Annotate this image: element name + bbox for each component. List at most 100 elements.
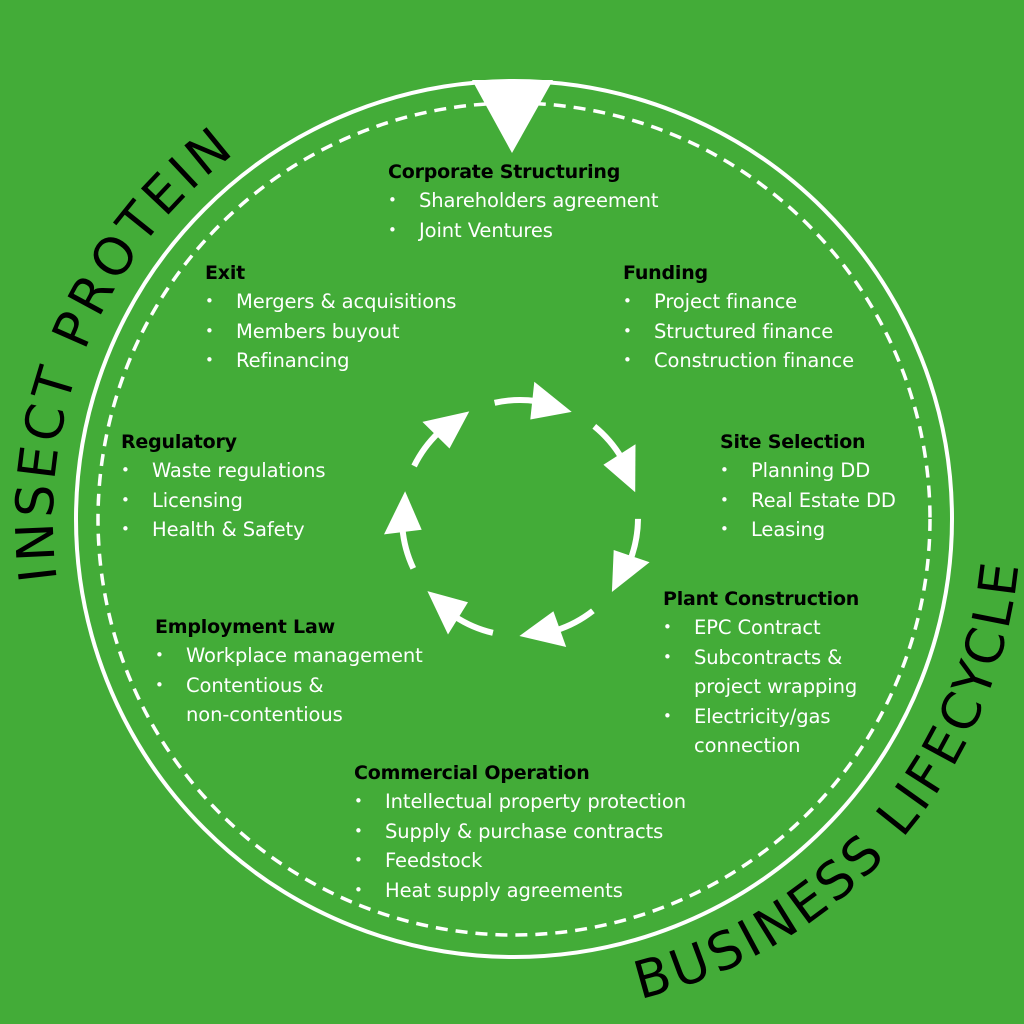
section-title: Plant Construction bbox=[663, 588, 860, 610]
section-items: • Workplace management •Contentious & non-… bbox=[155, 641, 423, 730]
cycle-arrowhead-icon bbox=[530, 381, 572, 420]
section-item-text: Heat supply agreements bbox=[385, 878, 623, 902]
section-item-text: Planning DD bbox=[751, 459, 871, 482]
bullet-icon: • bbox=[205, 351, 214, 369]
section-title: Exit bbox=[205, 262, 246, 284]
section-item: • Construction finance bbox=[623, 346, 854, 376]
section-item-text: Leasing bbox=[751, 518, 826, 541]
section-item-text: Construction finance bbox=[654, 349, 855, 372]
section-corporate-structuring: Corporate Structuring •Shareholders agre… bbox=[388, 158, 659, 246]
bullet-icon: • bbox=[720, 461, 729, 479]
cycle-arrowhead-icon bbox=[611, 550, 650, 592]
bullet-icon: • bbox=[388, 220, 397, 239]
section-item: • Leasing bbox=[720, 515, 896, 545]
section-regulatory: Regulatory •Waste regulations•Licensing•… bbox=[121, 428, 326, 545]
section-items: • Shareholders agreement • Joint Ventures bbox=[388, 186, 659, 246]
section-item: •Licensing bbox=[121, 486, 326, 516]
bullet-icon: • bbox=[155, 646, 164, 664]
cycle-arrowhead-icon bbox=[427, 591, 468, 635]
section-item-text: Supply & purchase contracts bbox=[385, 819, 664, 843]
bullet-icon: • bbox=[354, 792, 363, 810]
section-item: • Feedstock bbox=[354, 846, 686, 876]
section-commercial-operation: Commercial Operation •Intellectual prope… bbox=[354, 759, 686, 905]
section-item-text: Feedstock bbox=[385, 849, 483, 872]
section-item: •Project finance bbox=[623, 287, 854, 317]
cycle-arrow-shaft bbox=[627, 518, 641, 562]
cycle-arrowhead-icon bbox=[384, 491, 422, 535]
section-item-text: Members buyout bbox=[236, 319, 400, 343]
section-item: • Subcontracts & project wrapping bbox=[663, 643, 859, 702]
cycle-arrow-shaft bbox=[452, 613, 494, 636]
section-title: Employment Law bbox=[155, 616, 335, 638]
outer-dashed-ring bbox=[96, 101, 932, 937]
section-plant-construction: Plant Construction • EPC Contract • Subcont… bbox=[663, 585, 859, 761]
bullet-icon: • bbox=[354, 880, 363, 899]
section-items: •Intellectual property protection•Supply… bbox=[354, 787, 686, 905]
section-item: • Electricity/gas connection bbox=[663, 702, 859, 761]
section-item-text: Workplace management bbox=[186, 644, 423, 667]
bullet-icon: • bbox=[121, 520, 130, 538]
section-item-text: Subcontracts & project wrapping bbox=[694, 645, 858, 699]
bullet-icon: • bbox=[205, 292, 214, 310]
section-employment-law: Employment Law • Workplace management •Con… bbox=[155, 613, 423, 730]
bullet-icon: • bbox=[663, 706, 672, 725]
cycle-arrowhead-icon bbox=[422, 411, 470, 449]
bullet-icon: • bbox=[121, 490, 130, 509]
section-title: Funding bbox=[623, 262, 708, 284]
section-item-text: Health & Safety bbox=[152, 518, 305, 541]
section-funding: Funding •Project finance•Structured fina… bbox=[623, 259, 854, 376]
section-items: • EPC Contract • Subcontracts & project wra… bbox=[663, 613, 859, 761]
section-item-text: Shareholders agreement bbox=[419, 189, 659, 212]
bullet-icon: • bbox=[720, 520, 729, 538]
bullet-icon: • bbox=[121, 461, 130, 479]
cycle-arrowhead-icon bbox=[603, 444, 636, 493]
section-items: • Mergers & acquisitions • Members buyout • R… bbox=[205, 287, 456, 376]
section-item: • Workplace management bbox=[155, 641, 423, 671]
section-item-text: Structured finance bbox=[654, 319, 834, 343]
cycle-arrow-shaft bbox=[411, 430, 442, 468]
section-item-text: Joint Ventures bbox=[419, 218, 553, 242]
section-item: • Planning DD bbox=[720, 456, 896, 486]
section-item: •Waste regulations bbox=[121, 456, 326, 486]
bullet-icon: • bbox=[623, 321, 632, 340]
section-item-text: Contentious & non-contentious bbox=[186, 673, 343, 727]
section-title: Commercial Operation bbox=[354, 762, 590, 784]
section-item: •Intellectual property protection bbox=[354, 787, 686, 817]
cycle-arrow-shaft bbox=[592, 423, 625, 460]
cycle-arrow-shaft bbox=[554, 608, 595, 634]
bullet-icon: • bbox=[663, 647, 672, 666]
bullet-icon: • bbox=[623, 351, 632, 369]
cycle-arrows-icon bbox=[384, 381, 650, 647]
section-item: •Supply & purchase contracts bbox=[354, 817, 686, 847]
bullet-icon: • bbox=[663, 618, 672, 636]
section-item: • EPC Contract bbox=[663, 613, 859, 643]
section-item-text: Real Estate DD bbox=[751, 488, 896, 512]
section-item-text: Electricity/gas connection bbox=[694, 704, 831, 758]
section-item: • Health & Safety bbox=[121, 515, 326, 545]
section-title: Site Selection bbox=[720, 431, 866, 453]
section-exit: Exit • Mergers & acquisitions • Members buy… bbox=[205, 259, 456, 376]
section-item: • Heat supply agreements bbox=[354, 876, 686, 906]
cycle-arrow-shaft bbox=[493, 396, 537, 406]
section-item: • Joint Ventures bbox=[388, 216, 658, 246]
section-site-selection: Site Selection • Planning DD • Real Estate … bbox=[720, 428, 896, 545]
section-items: • Planning DD • Real Estate DD • Leasing bbox=[720, 456, 896, 545]
bullet-icon: • bbox=[388, 191, 397, 209]
bullet-icon: • bbox=[720, 490, 729, 509]
bullet-icon: • bbox=[205, 321, 214, 340]
section-item: • Shareholders agreement bbox=[388, 186, 659, 216]
section-item: •Contentious & non-contentious bbox=[155, 671, 423, 730]
section-items: •Project finance•Structured finance•Cons… bbox=[623, 287, 854, 376]
bullet-icon: • bbox=[354, 851, 363, 869]
section-items: •Waste regulations•Licensing•Health & Sa… bbox=[121, 456, 326, 545]
start-marker-triangle-icon bbox=[472, 80, 553, 153]
section-title: Regulatory bbox=[121, 431, 237, 453]
section-item: • Structured finance bbox=[623, 317, 854, 347]
section-item-text: Mergers & acquisitions bbox=[236, 290, 457, 313]
section-item: • Members buyout bbox=[205, 317, 456, 347]
section-item: • Refinancing bbox=[205, 346, 456, 376]
section-item-text: Refinancing bbox=[236, 349, 350, 372]
section-item-text: EPC Contract bbox=[694, 616, 821, 639]
bullet-icon: • bbox=[623, 292, 632, 310]
